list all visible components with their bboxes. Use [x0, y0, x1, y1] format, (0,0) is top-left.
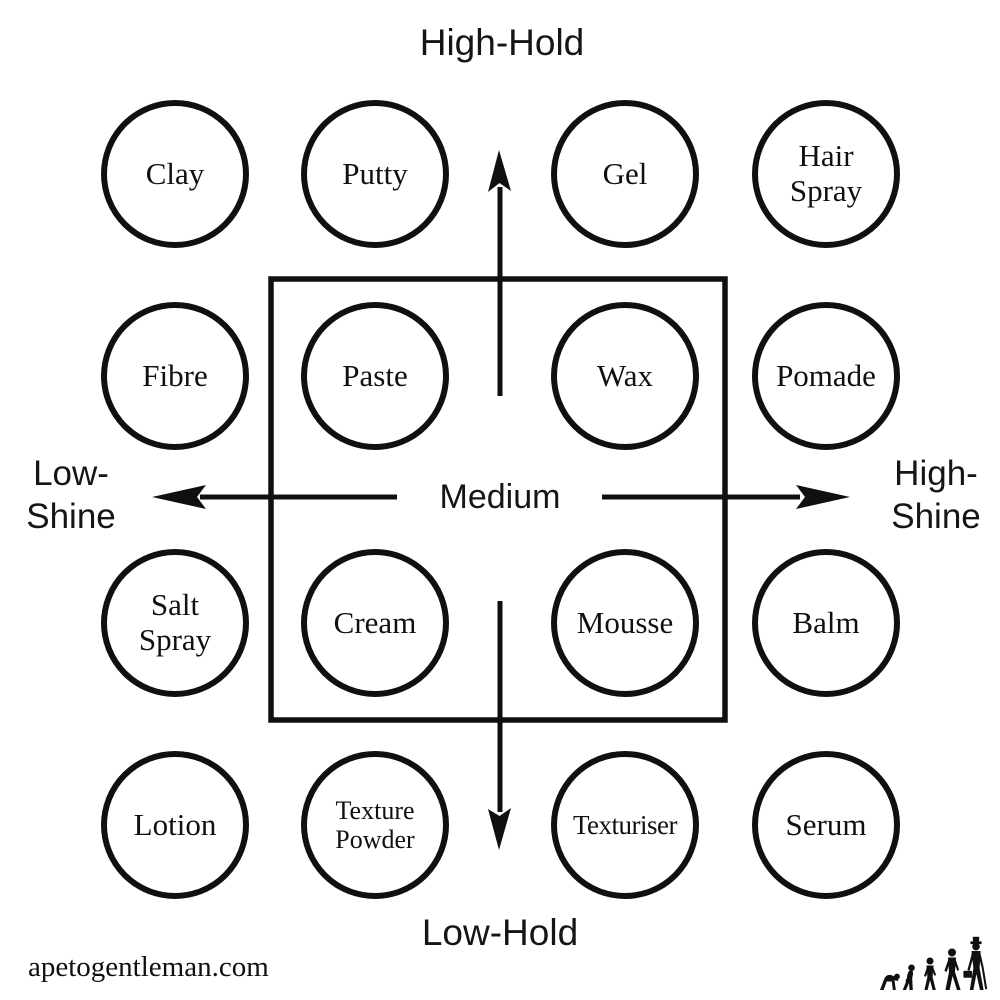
product-circle-gel: Gel	[551, 100, 699, 248]
product-circle-texture-powder: Texture Powder	[301, 751, 449, 899]
product-circle-texturiser: Texturiser	[551, 751, 699, 899]
product-circle-serum: Serum	[752, 751, 900, 899]
evolution-figure-gentleman	[963, 936, 988, 990]
evolution-figure-man	[944, 948, 961, 990]
high-hold-arrow-icon	[488, 150, 511, 396]
product-circle-fibre: Fibre	[101, 302, 249, 450]
product-circle-lotion: Lotion	[101, 751, 249, 899]
high-hold-label: High-Hold	[419, 22, 585, 63]
website-credit: apetogentleman.com	[28, 951, 269, 983]
evolution-figure-upright	[924, 957, 937, 990]
low-hold-label: Low-Hold	[421, 912, 579, 953]
product-circle-clay: Clay	[101, 100, 249, 248]
low-shine-label: Low- Shine	[26, 452, 116, 538]
product-circle-balm: Balm	[752, 549, 900, 697]
evolution-figure-hunched	[902, 964, 915, 990]
low-shine-label-line2: Shine	[26, 497, 116, 537]
product-circle-hair-spray: Hair Spray	[752, 100, 900, 248]
low-hold-arrow-icon	[488, 601, 511, 850]
product-circle-paste: Paste	[301, 302, 449, 450]
product-circle-wax: Wax	[551, 302, 699, 450]
product-circle-salt-spray: Salt Spray	[101, 549, 249, 697]
product-circle-putty: Putty	[301, 100, 449, 248]
high-shine-arrow-icon	[602, 485, 850, 509]
product-circle-pomade: Pomade	[752, 302, 900, 450]
evolution-of-man-icon	[880, 936, 988, 990]
low-shine-arrow-icon	[152, 485, 397, 509]
product-circle-cream: Cream	[301, 549, 449, 697]
high-shine-label-line1: High-	[894, 454, 978, 493]
low-shine-label-line1: Low-	[33, 454, 109, 493]
high-shine-label-line2: Shine	[891, 497, 981, 537]
high-shine-label: High- Shine	[891, 452, 981, 538]
medium-label: Medium	[439, 478, 561, 516]
evolution-figure-ape	[880, 973, 900, 990]
product-circle-mousse: Mousse	[551, 549, 699, 697]
